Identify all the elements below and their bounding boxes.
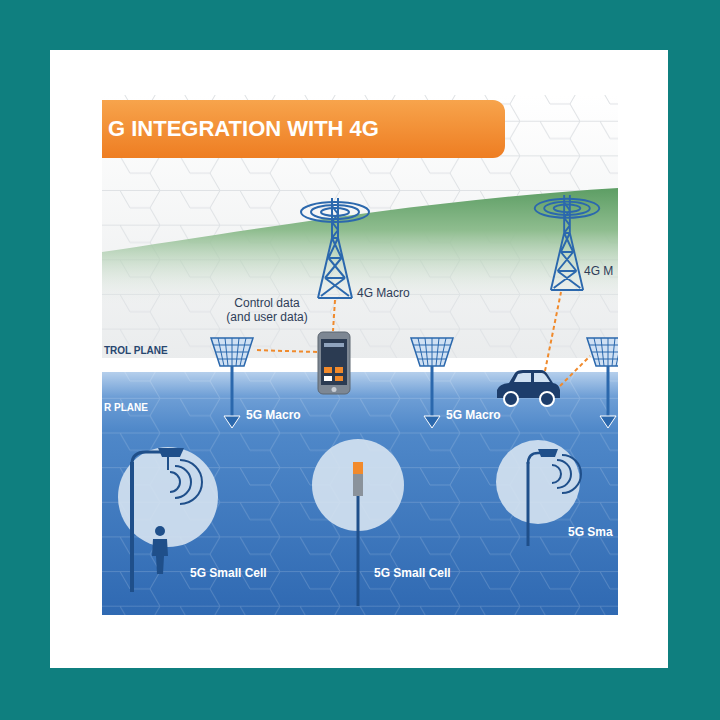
small-cell-lamp bbox=[132, 452, 162, 464]
label: 5G Sma bbox=[568, 525, 613, 539]
mat bbox=[50, 50, 668, 668]
phone-icon bbox=[324, 343, 344, 347]
label: TROL PLANE bbox=[104, 345, 168, 357]
label-slot: TROL PLANE bbox=[104, 345, 168, 357]
dashed-link bbox=[545, 292, 561, 371]
label-slot: R PLANE bbox=[104, 402, 148, 414]
sky bbox=[102, 95, 618, 360]
hex-grid bbox=[102, 95, 618, 360]
small-cell-pole bbox=[312, 439, 404, 606]
hex-grid bbox=[102, 372, 618, 615]
label-slot: 5G Small Cell bbox=[374, 566, 451, 580]
small-cell-lamp bbox=[155, 526, 165, 536]
dashed-link bbox=[254, 350, 317, 352]
label: 4G M bbox=[584, 264, 613, 278]
user-plane-ground bbox=[102, 372, 618, 615]
scene bbox=[102, 95, 618, 615]
label-slot: 5G Macro bbox=[246, 408, 301, 422]
phone-icon bbox=[332, 387, 337, 392]
antenna-symbol bbox=[587, 338, 618, 428]
small-cell-lamp bbox=[170, 460, 202, 504]
label-slot: Control data (and user data) bbox=[222, 296, 312, 325]
small-cell-lamp bbox=[158, 448, 184, 457]
label-slot: 5G Macro bbox=[446, 408, 501, 422]
label: 5G Macro bbox=[246, 408, 301, 422]
small-cell-lamp bbox=[167, 457, 169, 470]
small-cell-lamp bbox=[538, 449, 558, 457]
small-cell-lamp bbox=[527, 462, 530, 546]
title: G INTEGRATION WITH 4G bbox=[108, 116, 379, 142]
car-icon bbox=[534, 373, 550, 382]
label: 5G Small Cell bbox=[190, 566, 267, 580]
label-slot: 4G Macro bbox=[357, 286, 410, 300]
small-cell-pole bbox=[353, 474, 363, 496]
label-slot: 5G Small Cell bbox=[190, 566, 267, 580]
label: 5G Macro bbox=[446, 408, 501, 422]
car-icon bbox=[504, 392, 518, 406]
plane-divider bbox=[102, 358, 618, 372]
hill bbox=[102, 188, 618, 305]
label: 5G Small Cell bbox=[374, 566, 451, 580]
phone-icon bbox=[335, 367, 343, 373]
small-cell-lamp bbox=[130, 462, 134, 592]
small-cell-pole bbox=[357, 496, 360, 606]
phone-icon bbox=[324, 367, 332, 373]
dashed-link bbox=[333, 300, 335, 331]
small-cell-lamp bbox=[496, 440, 580, 524]
small-cell-pole bbox=[353, 462, 363, 474]
phone-icon bbox=[335, 376, 343, 381]
small-cell-lamp bbox=[152, 539, 168, 574]
car-icon bbox=[497, 370, 560, 406]
dashed-link bbox=[560, 356, 590, 386]
tower-symbol bbox=[301, 198, 369, 298]
label-slot: 5G Sma bbox=[568, 525, 613, 539]
phone-icon bbox=[318, 332, 350, 394]
label: R PLANE bbox=[104, 402, 148, 414]
car-icon bbox=[514, 373, 531, 382]
title-slot: G INTEGRATION WITH 4G bbox=[108, 116, 379, 142]
title-band bbox=[102, 100, 505, 158]
phone-icon bbox=[324, 376, 332, 381]
phone-icon bbox=[321, 339, 347, 385]
label-slot: 4G M bbox=[584, 264, 613, 278]
car-icon bbox=[540, 392, 554, 406]
label: Control data (and user data) bbox=[222, 296, 312, 325]
label: 4G Macro bbox=[357, 286, 410, 300]
small-cell-lamp bbox=[552, 455, 581, 493]
phone-icon bbox=[318, 332, 350, 394]
